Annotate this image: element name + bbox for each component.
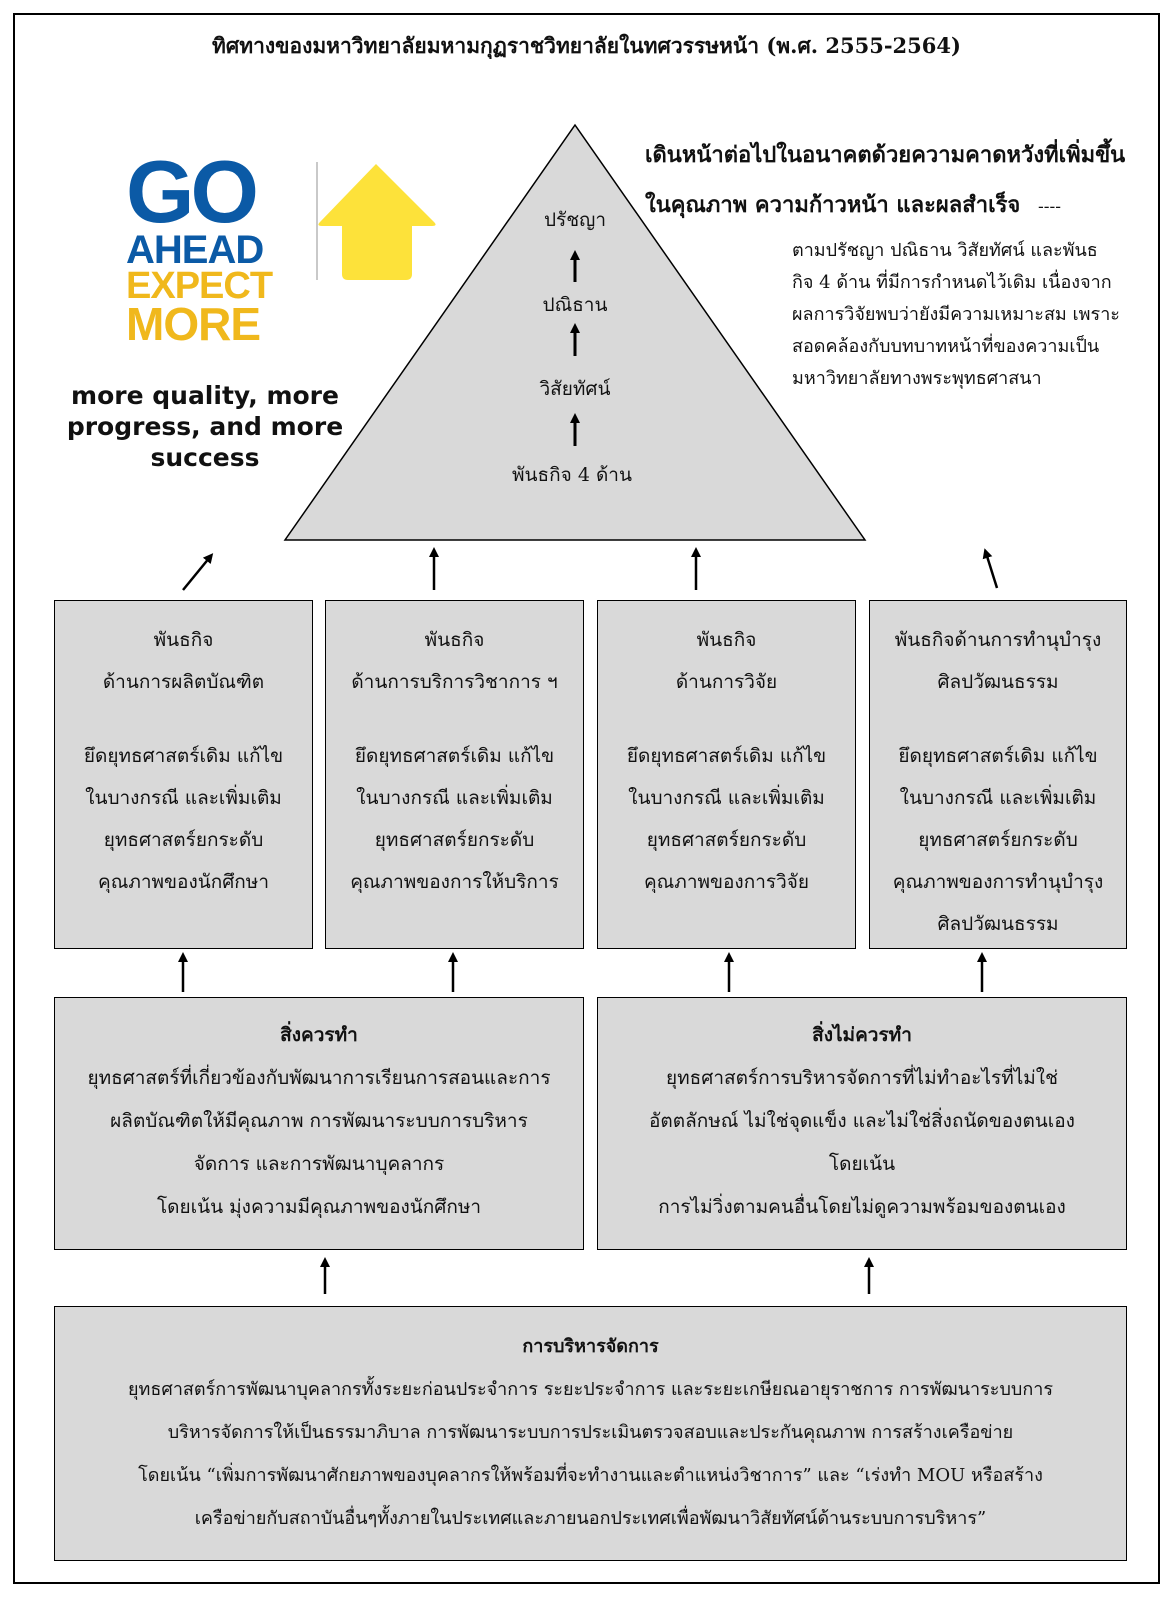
- logo-go-text: GO: [126, 142, 259, 241]
- note-line: สอดคล้องกับบทบาทหน้าที่ของความเป็น: [792, 336, 1100, 357]
- note-line: มหาวิทยาลัยทางพระพุทธศาสนา: [792, 368, 1042, 389]
- do-line: โดยเน้น มุ่งความมีคุณภาพของนักศึกษา: [156, 1196, 482, 1218]
- mission-title: ด้านการผลิตบัณฑิต: [102, 671, 265, 693]
- mission-body: ในบางกรณี และเพิ่มเติม: [899, 787, 1097, 809]
- note-line: ตามปรัชญา ปณิธาน วิสัยทัศน์ และพันธ: [792, 240, 1098, 261]
- mission-title: พันธกิจ: [424, 629, 485, 651]
- mission-box-research: พันธกิจ ด้านการวิจัย ยึดยุทธศาสตร์เดิม แ…: [597, 600, 856, 949]
- mission-title: ด้านการวิจัย: [675, 671, 778, 693]
- tagline: more quality, more progress, and more su…: [50, 380, 360, 473]
- mission-body: คุณภาพของนักศึกษา: [98, 871, 269, 893]
- do-line: จัดการ และการพัฒนาบุคลากร: [193, 1153, 445, 1175]
- yellow-up-arrow-icon: [318, 164, 436, 280]
- mission-body: ยุทธศาสตร์ยกระดับ: [374, 829, 535, 851]
- management-line: โดยเน้น “เพิ่มการพัฒนาศักยภาพของบุคลากรใ…: [138, 1465, 1043, 1486]
- go-ahead-logo: GO AHEAD EXPECT MORE: [120, 142, 440, 360]
- mission-body: คุณภาพของการให้บริการ: [350, 871, 559, 893]
- mission-body: ยึดยุทธศาสตร์เดิม แก้ไข: [898, 745, 1098, 767]
- logo-expect-text: EXPECT: [126, 265, 273, 307]
- mission-body: ยึดยุทธศาสตร์เดิม แก้ไข: [83, 745, 284, 767]
- headline-line-1: เดินหน้าต่อไปในอนาคตด้วยความคาดหวังที่เพ…: [645, 142, 1126, 168]
- management-title: การบริหารจัดการ: [522, 1336, 659, 1357]
- mission-body: ในบางกรณี และเพิ่มเติม: [85, 787, 282, 809]
- logo-more-text: MORE: [126, 298, 261, 350]
- dont-box: สิ่งไม่ควรทำ ยุทธศาสตร์การบริหารจัดการที…: [597, 997, 1127, 1250]
- dont-title: สิ่งไม่ควรทำ: [812, 1024, 912, 1046]
- pyramid-note: ตามปรัชญา ปณิธาน วิสัยทัศน์ และพันธ กิจ …: [792, 235, 1152, 395]
- do-line: ยุทธศาสตร์ที่เกี่ยวข้องกับพัฒนาการเรียนก…: [87, 1067, 551, 1089]
- mission-body: ศิลปวัฒนธรรม: [937, 913, 1059, 935]
- tagline-line: success: [150, 443, 260, 472]
- mission-body: ในบางกรณี และเพิ่มเติม: [356, 787, 553, 809]
- mission-body: คุณภาพของการวิจัย: [643, 871, 810, 893]
- management-line: ยุทธศาสตร์การพัฒนาบุคลากรทั้งระยะก่อนประ…: [128, 1379, 1053, 1400]
- mission-body: ยุทธศาสตร์ยกระดับ: [646, 829, 807, 851]
- tagline-line: more quality, more: [71, 381, 339, 410]
- mission-title: พันธกิจ: [696, 629, 757, 651]
- do-title: สิ่งควรทำ: [280, 1024, 358, 1046]
- note-line: กิจ 4 ด้าน ที่มีการกำหนดไว้เดิม เนื่องจา…: [792, 272, 1112, 293]
- mission-body: ยุทธศาสตร์ยกระดับ: [103, 829, 264, 851]
- tagline-line: progress, and more: [66, 412, 344, 441]
- mission-title: ด้านการบริการวิชาการ ฯ: [351, 671, 558, 693]
- do-box: สิ่งควรทำ ยุทธศาสตร์ที่เกี่ยวข้องกับพัฒน…: [54, 997, 584, 1250]
- mission-title: พันธกิจ: [153, 629, 214, 651]
- headline-suffix: ----: [1037, 197, 1061, 217]
- mission-body: ยึดยุทธศาสตร์เดิม แก้ไข: [354, 745, 555, 767]
- pyramid-level-missions: พันธกิจ 4 ด้าน: [512, 464, 632, 486]
- mission-box-academic-service: พันธกิจ ด้านการบริการวิชาการ ฯ ยึดยุทธศา…: [325, 600, 584, 949]
- management-box: การบริหารจัดการ ยุทธศาสตร์การพัฒนาบุคลาก…: [54, 1306, 1127, 1561]
- arrow-mission-1-up: [182, 553, 214, 591]
- mission-box-culture: พันธกิจด้านการทำนุบำรุง ศิลปวัฒนธรรม ยึด…: [869, 600, 1127, 949]
- logo-divider: [316, 162, 318, 280]
- do-line: ผลิตบัณฑิตให้มีคุณภาพ การพัฒนาระบบการบริ…: [110, 1110, 528, 1132]
- mission-title: ศิลปวัฒนธรรม: [937, 671, 1059, 693]
- management-line: บริหารจัดการให้เป็นธรรมาภิบาล การพัฒนาระ…: [167, 1422, 1014, 1443]
- mission-body: ยึดยุทธศาสตร์เดิม แก้ไข: [626, 745, 827, 767]
- headline-line-2: ในคุณภาพ ความก้าวหน้า และผลสำเร็จ ----: [645, 187, 1061, 222]
- page-title: ทิศทางของมหาวิทยาลัยมหามกุฏราชวิทยาลัยใน…: [212, 33, 961, 58]
- mission-body: ยุทธศาสตร์ยกระดับ: [918, 829, 1078, 851]
- mission-body: คุณภาพของการทำนุบำรุง: [892, 871, 1104, 893]
- note-line: ผลการวิจัยพบว่ายังมีความเหมาะสม เพราะ: [792, 304, 1120, 325]
- dont-line: การไม่วิ่งตามคนอื่นโดยไม่ดูความพร้อมของต…: [658, 1196, 1066, 1218]
- mission-box-graduates: พันธกิจ ด้านการผลิตบัณฑิต ยึดยุทธศาสตร์เ…: [54, 600, 313, 949]
- arrow-mission-4-up: [982, 548, 999, 589]
- headline-line-2-text: ในคุณภาพ ความก้าวหน้า และผลสำเร็จ: [645, 192, 1021, 218]
- logo-ahead-text: AHEAD: [126, 228, 264, 272]
- mission-body: ในบางกรณี และเพิ่มเติม: [628, 787, 825, 809]
- pyramid-level-vision: วิสัยทัศน์: [539, 378, 611, 400]
- dont-line: โดยเน้น: [828, 1153, 896, 1175]
- diagram-frame: [13, 13, 1160, 1584]
- pyramid-level-philosophy: ปรัชญา: [543, 209, 607, 231]
- mission-title: พันธกิจด้านการทำนุบำรุง: [894, 629, 1102, 651]
- dont-line: อัตตลักษณ์ ไม่ใช่จุดแข็ง และไม่ใช่สิ่งถน…: [649, 1110, 1075, 1132]
- pyramid-level-determination: ปณิธาน: [542, 294, 608, 316]
- dont-line: ยุทธศาสตร์การบริหารจัดการที่ไม่ทำอะไรที่…: [666, 1067, 1058, 1089]
- management-line: เครือข่ายกับสถาบันอื่นๆทั้งภายในประเทศแล…: [194, 1508, 987, 1529]
